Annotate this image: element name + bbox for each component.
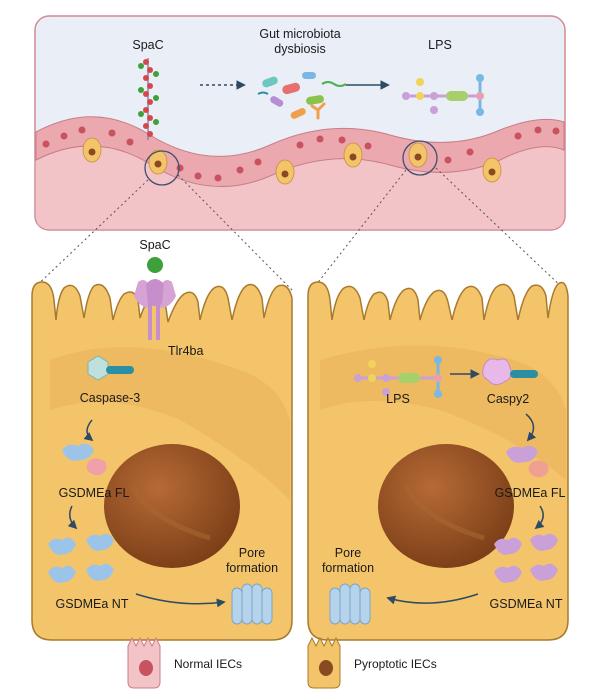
gsdme-fl-left-icon (62, 443, 107, 476)
zoom-circle-left (144, 150, 180, 186)
dysbiosis-label-line2: dysbiosis (274, 42, 325, 56)
gsdme-nt-left-icons (48, 533, 114, 583)
arrow-caspase-to-gsdme (83, 419, 94, 442)
zoom-circle-right (402, 140, 438, 176)
right-lps-label: LPS (386, 392, 410, 406)
spac-ligand-icon (147, 257, 163, 273)
pore-left-icon (231, 583, 273, 625)
gsdme-nt-left-label: GSDMEa NT (56, 597, 129, 611)
pore-right-icon (329, 583, 371, 625)
pore-right-label-line2: formation (322, 561, 374, 575)
pore-right-label-line1: Pore (335, 546, 361, 560)
caspase3-label: Caspase-3 (80, 391, 140, 405)
pore-left-label-line2: formation (226, 561, 278, 575)
gsdme-nt-right-icons (494, 533, 558, 583)
caspase3-icon (87, 355, 134, 381)
arrow-caspy2-to-gsdme (525, 413, 537, 442)
left-nucleus (104, 444, 240, 568)
arrow-nt-to-pore-left (135, 593, 226, 608)
right-nucleus (378, 444, 514, 568)
left-spac-label: SpaC (139, 238, 170, 252)
microbiota-icon (257, 72, 347, 120)
lps-molecule-cell-icon (354, 356, 442, 398)
normal-iec-legend-icon (127, 636, 161, 689)
top-spac-label: SpaC (132, 38, 163, 52)
pyroptotic-iec-legend-icon (307, 636, 341, 689)
gut-lumen-panel (34, 15, 566, 231)
normal-iec-label: Normal IECs (174, 657, 242, 671)
gsdme-nt-right-label: GSDMEa NT (490, 597, 563, 611)
arrow-fl-to-nt-right (534, 505, 545, 530)
tlr4ba-receptor-icon (134, 279, 176, 340)
arrow-nt-to-pore-right (386, 593, 479, 605)
gsdme-fl-left-label: GSDMEa FL (59, 486, 130, 500)
arrow-fl-to-nt-left (67, 505, 78, 530)
top-lps-label: LPS (428, 38, 452, 52)
pyroptotic-iec-label: Pyroptotic IECs (354, 657, 437, 671)
gsdme-fl-right-label: GSDMEa FL (495, 486, 566, 500)
tlr4ba-label: Tlr4ba (168, 344, 203, 358)
pyroptotic-cells-band (82, 137, 502, 185)
normal-cell-nuclei (42, 126, 560, 182)
zoom-connector-lines (31, 167, 566, 291)
gsdme-fl-right-icon (506, 445, 549, 478)
dysbiosis-label-line1: Gut microbiota (259, 27, 340, 41)
legend: Normal IECs Pyroptotic IECs (127, 636, 437, 689)
spac-molecule-icon (138, 58, 159, 140)
caspy2-label: Caspy2 (487, 392, 529, 406)
caspy2-icon (482, 358, 538, 386)
pore-left-label-line1: Pore (239, 546, 265, 560)
lps-molecule-icon (402, 74, 484, 116)
